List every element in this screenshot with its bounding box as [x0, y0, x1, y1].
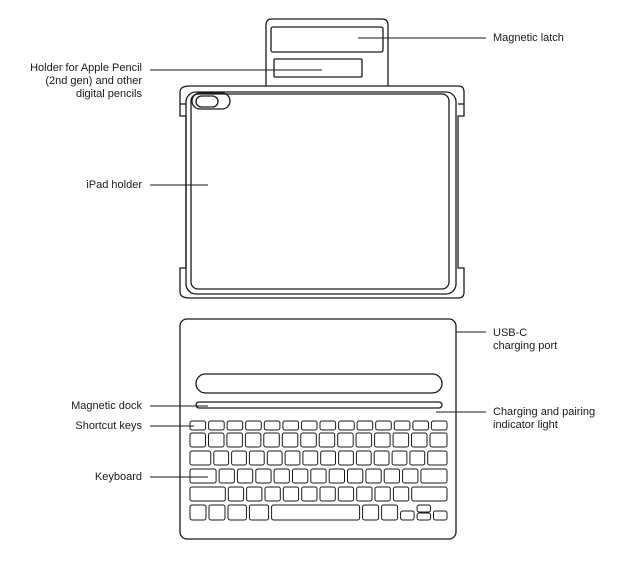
- key-grid: [189, 420, 448, 521]
- keyboard-key: [208, 432, 225, 448]
- keyboard-key: [355, 450, 372, 466]
- shortcut-key: [208, 420, 225, 431]
- keyboard-key: [409, 450, 426, 466]
- keyboard-key: [411, 486, 448, 502]
- keyboard-key: [338, 450, 354, 466]
- label-magnetic-latch: Magnetic latch: [493, 32, 564, 44]
- keyboard-key: [273, 468, 290, 484]
- leader-lines: [150, 37, 486, 478]
- keyboard-key: [248, 450, 265, 466]
- label-shortcut-keys: Shortcut keys: [75, 420, 142, 432]
- ipad-holder-frame: [179, 85, 465, 299]
- keyboard-key: [374, 432, 391, 448]
- spacebar-key: [271, 504, 361, 521]
- keyboard-key: [189, 504, 207, 521]
- keyboard-key: [337, 486, 355, 502]
- keyboard-key: [284, 450, 301, 466]
- keyboard-key: [300, 432, 317, 448]
- shortcut-key: [263, 420, 281, 431]
- keyboard-key: [246, 486, 263, 502]
- keyboard-key: [356, 486, 373, 502]
- keyboard-key: [231, 450, 247, 466]
- keyboard-key: [374, 486, 391, 502]
- keyboard-key: [391, 450, 408, 466]
- label-keyboard: Keyboard: [94, 471, 142, 483]
- shortcut-key: [226, 420, 244, 431]
- label-usb-c-port: USB-C charging port: [493, 327, 558, 352]
- shortcut-key: [338, 420, 355, 431]
- keyboard-key: [355, 432, 373, 448]
- keyboard-key: [255, 468, 272, 484]
- shortcut-key: [282, 420, 299, 431]
- keyboard-key: [281, 432, 299, 448]
- keyboard-key: [248, 504, 270, 521]
- arrow-key: [400, 510, 415, 521]
- keyboard-key: [383, 468, 401, 484]
- keyboard-key: [263, 432, 280, 448]
- shortcut-key: [356, 420, 374, 431]
- keyboard-key: [392, 486, 410, 502]
- keyboard-key: [282, 486, 300, 502]
- arrow-key: [416, 512, 432, 521]
- shortcut-key: [375, 420, 392, 431]
- label-charging-indicator: Charging and pairing indicator light: [493, 406, 596, 431]
- shortcut-key: [412, 420, 429, 431]
- keyboard-key: [227, 486, 245, 502]
- keyboard-key: [189, 468, 217, 484]
- keyboard-key: [411, 432, 428, 448]
- keyboard-key: [189, 486, 226, 502]
- keyboard-key: [310, 468, 327, 484]
- keyboard-key: [365, 468, 382, 484]
- keyboard-key: [292, 468, 309, 484]
- keyboard-key: [208, 504, 226, 521]
- keyboard-key: [266, 450, 283, 466]
- magnetic-latch: [265, 18, 389, 86]
- keyboard-key: [429, 432, 448, 448]
- keyboard-key: [226, 432, 243, 448]
- keyboard-key: [302, 450, 319, 466]
- keyboard-key: [427, 450, 448, 466]
- keyboard-key: [227, 504, 247, 521]
- keyboard-key: [218, 468, 235, 484]
- label-pencil-holder: Holder for Apple Pencil (2nd gen) and ot…: [30, 62, 142, 100]
- keyboard-base: [179, 318, 457, 540]
- camera-cutout: [191, 92, 231, 110]
- shortcut-key: [245, 420, 262, 431]
- magnetic-dock: [195, 373, 443, 394]
- shortcut-key: [430, 420, 448, 431]
- arrow-key: [433, 510, 448, 521]
- keyboard-key: [320, 450, 337, 466]
- keyboard-key: [347, 468, 364, 484]
- label-ipad-holder: iPad holder: [86, 179, 142, 191]
- keyboard-key: [319, 486, 336, 502]
- keyboard-key: [381, 504, 399, 521]
- shortcut-key: [319, 420, 337, 431]
- keyboard-key: [337, 432, 354, 448]
- keyboard-key: [373, 450, 390, 466]
- shortcut-key: [300, 420, 318, 431]
- keyboard-key: [318, 432, 336, 448]
- keyboard-key: [420, 468, 448, 484]
- shortcut-key: [393, 420, 411, 431]
- keyboard-key: [213, 450, 230, 466]
- keyboard-key: [392, 432, 410, 448]
- keyboard-key: [189, 432, 206, 448]
- keyboard-key: [301, 486, 318, 502]
- arrow-key: [416, 504, 432, 513]
- label-magnetic-dock: Magnetic dock: [71, 400, 142, 412]
- keyboard-key: [236, 468, 254, 484]
- keyboard-key: [264, 486, 281, 502]
- keyboard-key: [402, 468, 419, 484]
- keyboard-key: [189, 450, 212, 466]
- indicator-strip: [195, 401, 443, 409]
- keyboard-key: [244, 432, 262, 448]
- keyboard-key: [362, 504, 380, 521]
- keyboard-key: [328, 468, 346, 484]
